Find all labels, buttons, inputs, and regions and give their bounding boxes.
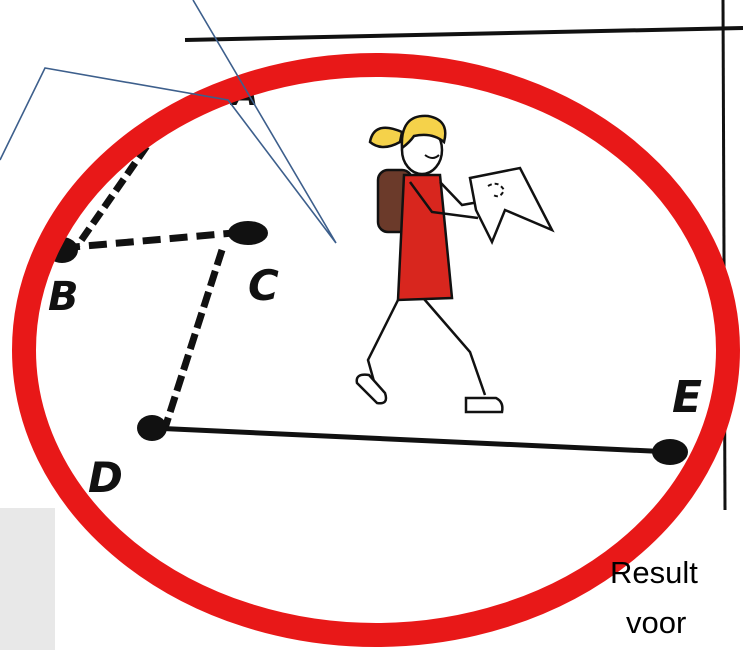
point-b-label: B [48, 274, 79, 320]
point-e-label: E [672, 372, 702, 423]
path-d-e [151, 425, 673, 455]
point-c-dot [228, 221, 268, 245]
caption-line-1: Result [610, 555, 698, 590]
hiker-girl [355, 114, 555, 414]
callout-pointer [0, 0, 337, 244]
point-c-label: C [248, 261, 279, 310]
point-d-label: D [88, 453, 123, 502]
path-c-d [161, 248, 226, 430]
gray-panel [0, 508, 55, 650]
caption-line-2: voor [626, 605, 687, 640]
map-frame-top [184, 26, 743, 42]
path-b-c [61, 228, 246, 252]
highlight-ring [12, 53, 740, 647]
point-d-dot [137, 415, 167, 441]
point-e-dot [652, 439, 688, 465]
